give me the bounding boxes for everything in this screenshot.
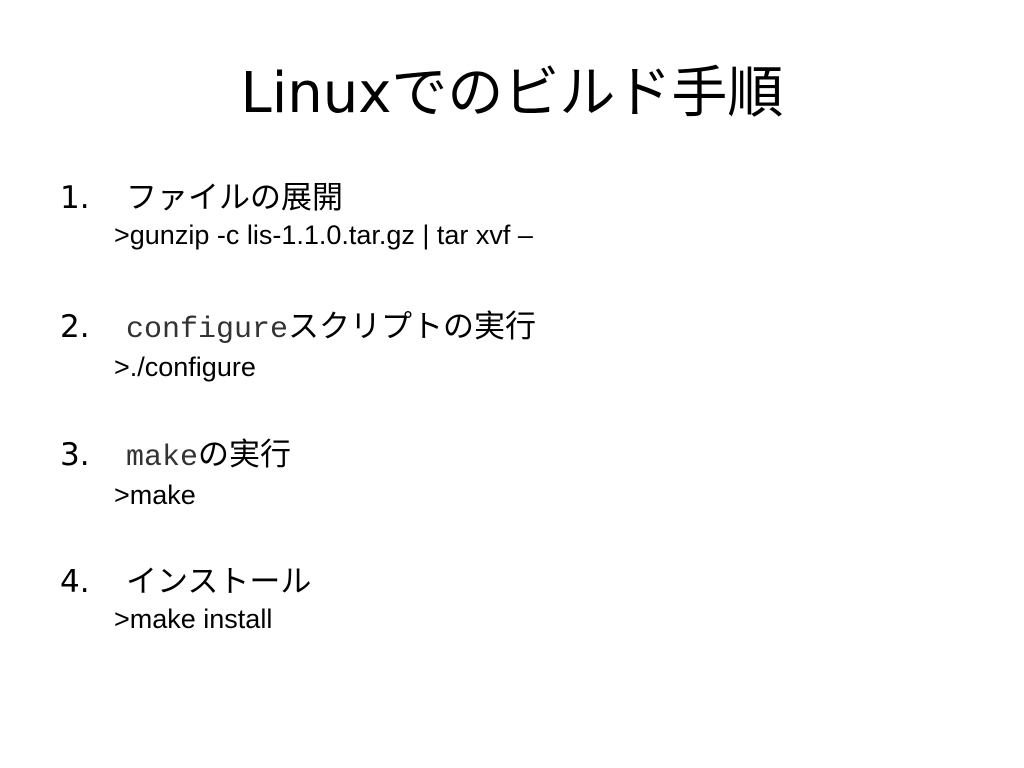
step-label: の実行 [198,437,292,473]
step-number: 4. [60,564,90,600]
step-heading: 3. makeの実行 [60,435,1000,478]
step-number: 3. [60,437,90,473]
step-2: 2. configureスクリプトの実行 >./configure [60,307,1000,384]
step-command: >gunzip -c lis-1.1.0.tar.gz | tar xvf – [114,220,533,250]
step-3: 3. makeの実行 >make [60,435,1000,512]
step-label: インストール [126,564,312,600]
step-command: >./configure [114,352,256,382]
step-heading: 2. configureスクリプトの実行 [60,307,1000,350]
step-code: make [126,441,199,475]
step-4: 4. インストール >make install [60,562,1000,636]
step-1: 1. ファイルの展開 >gunzip -c lis-1.1.0.tar.gz | … [60,178,1000,252]
step-label: ファイルの展開 [126,180,343,216]
step-heading: 4. インストール [60,562,1000,602]
slide-title: Linuxでのビルド手順 [240,61,784,126]
step-command: >make [114,480,196,510]
step-number: 2. [60,309,90,345]
step-label: スクリプトの実行 [288,309,537,345]
step-code: configure [126,313,289,347]
step-heading: 1. ファイルの展開 [60,178,1000,218]
step-number: 1. [60,180,90,216]
step-command: >make install [114,604,273,634]
